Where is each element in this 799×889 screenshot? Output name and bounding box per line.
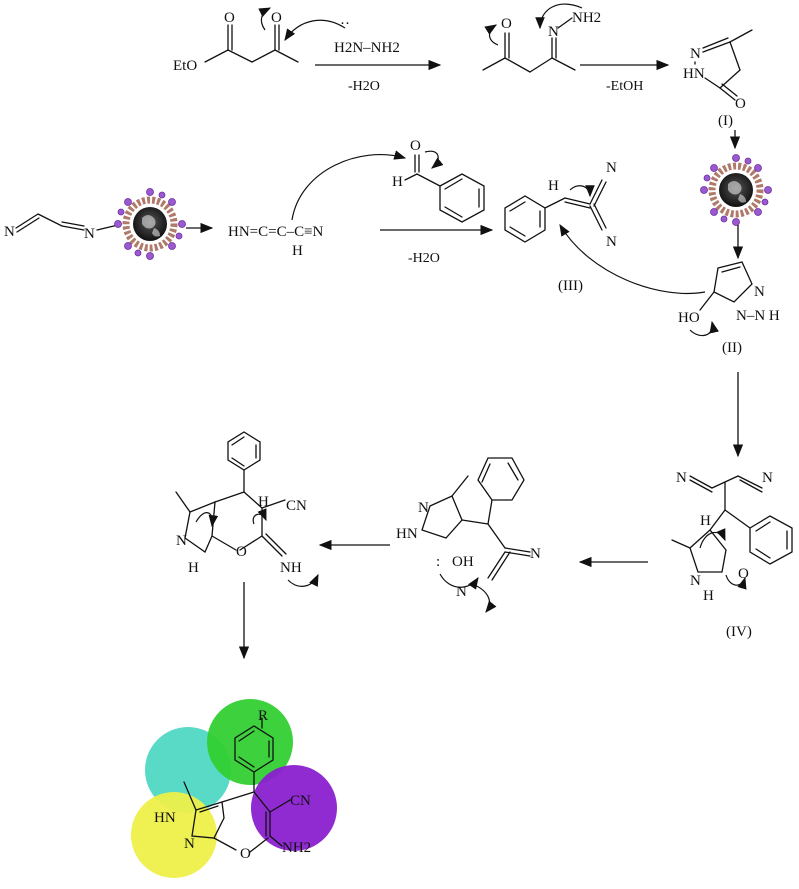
iii-cn-top: N [606, 160, 617, 176]
imine-cn: CN [286, 498, 307, 514]
cyclized-imine-intermediate: H CN O NH N H [175, 431, 307, 576]
product-hn: HN [154, 810, 176, 826]
iv-o: O [738, 566, 749, 582]
iv-nh: H [703, 588, 714, 604]
ketenimine: HN=C=C–C≡N H [228, 224, 324, 259]
ii-n: N [754, 284, 765, 300]
michael-adduct-IV: N N H N H O [671, 470, 793, 604]
highlight-circle-purple [251, 765, 337, 851]
hydrazine-label: H2N–NH2 [334, 40, 400, 56]
imine-o: O [236, 544, 247, 560]
enol-n: N [418, 500, 429, 516]
nitrile-n-left: N [4, 224, 15, 240]
benzaldehyde: O H [392, 138, 485, 223]
product-r: R [258, 708, 268, 724]
iii-cn-bottom: N [606, 234, 617, 250]
enol-cn: N [530, 546, 541, 562]
enol-cn-lower: N [456, 584, 467, 600]
pyrazolone-I: N HN O [683, 29, 753, 112]
product-nh2: NH2 [282, 840, 311, 856]
ii-ho: HO [678, 310, 700, 326]
ketenimine-label: HN=C=C–C≡N [228, 224, 324, 240]
highlight-circle-green [207, 699, 293, 785]
hydrazone-intermediate: O N NH2 [482, 10, 601, 73]
condition-step2: -EtOH [606, 79, 643, 94]
enol-oh: OH [452, 554, 474, 570]
nanocatalyst-icon [701, 155, 772, 226]
pyrazolone-hn: HN [683, 66, 705, 82]
aldehyde-o: O [410, 138, 421, 154]
iv-h: H [700, 513, 711, 529]
iv-n-right: N [762, 470, 773, 486]
label-II: (II) [722, 340, 742, 356]
aldehyde-h: H [392, 174, 403, 190]
ketone-o: O [271, 10, 282, 26]
product-o: O [240, 846, 251, 862]
condition-step3: -H2O [408, 251, 440, 266]
imine-nh: NH [280, 560, 302, 576]
ii-nh: N–N H [736, 308, 780, 324]
ethyl-acetoacetate: EtO O O [173, 10, 299, 74]
ester-carbonyl-o: O [224, 10, 235, 26]
hydroxypyrazole-II: N N–N H HO [678, 261, 780, 326]
nanocatalyst-icon [115, 189, 186, 260]
condition-step1: -H2O [348, 79, 380, 94]
hydrazone-o: O [501, 16, 512, 32]
pyrazolone-n: N [690, 46, 701, 62]
nitrile-n-right: N [84, 226, 95, 242]
enol-hn: HN [396, 526, 418, 542]
iv-n-left: N [676, 470, 687, 486]
label-I: (I) [718, 113, 733, 129]
label-III: (III) [558, 278, 583, 294]
enol-intermediate: N HN N N OH : [396, 457, 541, 600]
hydrazine: ·· H2N–NH2 [334, 16, 400, 56]
iv-n: N [690, 573, 701, 589]
highlight-circle-yellow [131, 792, 217, 878]
label-IV: (IV) [726, 624, 752, 640]
pyrazolone-o: O [735, 96, 746, 112]
product-cn: CN [290, 793, 311, 809]
ketenimine-h: H [292, 243, 303, 259]
hydrazone-n: N [548, 24, 559, 40]
product-n: N [184, 836, 195, 852]
malononitrile: N N [4, 213, 119, 242]
imine-n: N [176, 533, 187, 549]
imine-h: H [258, 494, 269, 510]
ester-label: EtO [173, 58, 197, 74]
hydrazone-nh2: NH2 [572, 10, 601, 26]
enol-lone-pair: : [436, 554, 440, 570]
benzylidene-malononitrile-III: H N N [504, 160, 617, 250]
imine-hn: H [188, 560, 199, 576]
vinyl-h: H [548, 178, 559, 194]
lone-pair: ·· [340, 16, 350, 32]
final-product: R CN NH2 O HN N [131, 699, 337, 878]
